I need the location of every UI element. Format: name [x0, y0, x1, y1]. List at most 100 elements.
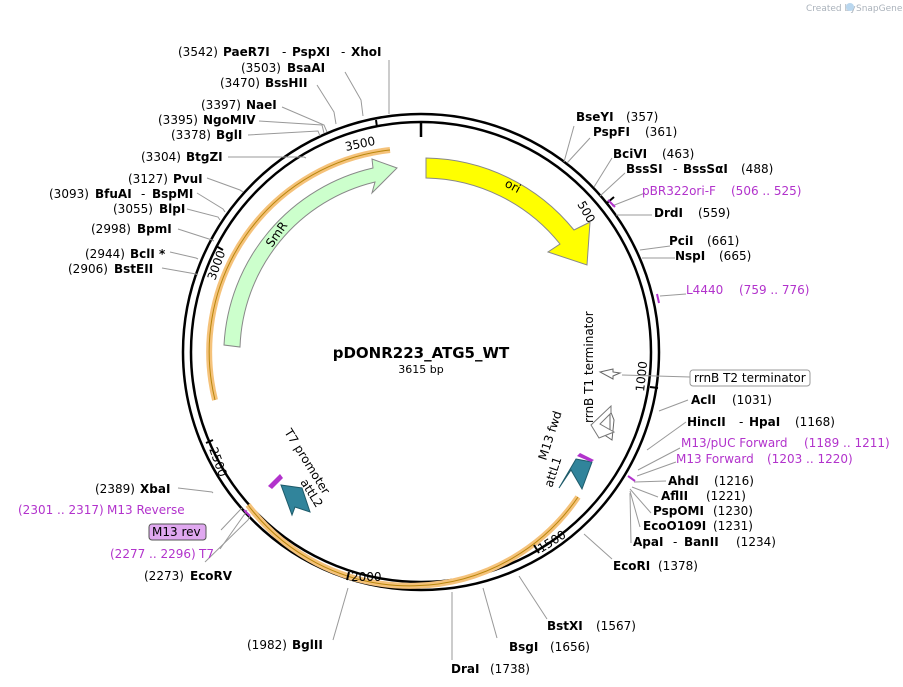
hincii-name[interactable]: HincII	[687, 415, 726, 429]
pspomi-name[interactable]: PspOMI	[653, 504, 704, 518]
pcii-name[interactable]: PciI	[669, 234, 694, 248]
t7-promoter-feature[interactable]	[268, 474, 283, 489]
eco0109i-pos: (1231)	[713, 519, 753, 533]
bglii-name[interactable]: BglII	[292, 638, 323, 652]
pvui-pos: (3127)	[128, 172, 168, 186]
l4440-range: (759 .. 776)	[739, 283, 809, 297]
bsssai-name[interactable]: BssSαI	[683, 162, 728, 176]
bsgi-pos: (1656)	[550, 640, 590, 654]
svg-text:-: -	[673, 162, 677, 176]
btgzi-name[interactable]: BtgZI	[186, 150, 223, 164]
bclvi-pos: (463)	[662, 147, 694, 161]
afiii-name[interactable]: AflII	[661, 489, 688, 503]
m13-rev-box[interactable]	[148, 523, 207, 541]
drai-name[interactable]: DraI	[451, 662, 479, 676]
rrnb-t2-box[interactable]	[689, 369, 811, 387]
snapgene-brand-text: SnapGene	[856, 4, 903, 14]
bcli-name[interactable]: BclI *	[130, 247, 166, 261]
smr-feature-arrow[interactable]	[223, 158, 398, 348]
hpai-name[interactable]: HpaI	[749, 415, 780, 429]
pspomi-pos: (1230)	[713, 504, 753, 518]
ngomiv-name[interactable]: NgoMIV	[203, 113, 256, 127]
ori-feature-arrow[interactable]	[425, 157, 591, 266]
nspi-name[interactable]: NspI	[675, 249, 705, 263]
bclvi-name[interactable]: BciVI	[613, 147, 647, 161]
bsshii-pos: (3470)	[220, 76, 260, 90]
drdi-name[interactable]: DrdI	[654, 206, 683, 220]
bseyi-pos: (357)	[626, 110, 658, 124]
eco0109i-name[interactable]: EcoO109I	[643, 519, 706, 533]
pbr322ori-name[interactable]: pBR322ori-F	[642, 184, 716, 198]
m13-fwd-feature[interactable]	[577, 453, 594, 462]
m13-fwd-label: M13 fwd	[536, 409, 565, 462]
orf-highlight-lower	[245, 495, 581, 589]
apai-name[interactable]: ApaI	[633, 535, 663, 549]
nspi-pos: (665)	[719, 249, 751, 263]
ecorv-name[interactable]: EcoRV	[190, 569, 233, 583]
tick-1500	[533, 544, 540, 554]
rrnb-t1-feature[interactable]	[590, 404, 616, 439]
m13-rev-label: M13 rev	[152, 525, 201, 539]
bgli-name[interactable]: BglI	[216, 128, 242, 142]
blpi-name[interactable]: BlpI	[159, 202, 185, 216]
banii-pos: (1234)	[736, 535, 776, 549]
bfuai-name[interactable]: BfuAI	[95, 187, 132, 201]
attl2-feature[interactable]	[280, 484, 311, 517]
bseyi-name[interactable]: BseYI	[576, 110, 614, 124]
rrnb-t2-feature[interactable]	[598, 368, 622, 380]
rrnb-t1-arrow[interactable]	[598, 409, 615, 441]
bpmi-name[interactable]: BpmI	[137, 222, 172, 236]
m13-reverse-name[interactable]: M13 Reverse	[107, 503, 185, 517]
xbai-name[interactable]: XbaI	[140, 482, 170, 496]
pbr322ori-site-marker	[607, 199, 616, 208]
naei-name[interactable]: NaeI	[246, 98, 277, 112]
svg-text:-: -	[739, 415, 743, 429]
paer7i-pos: (3542)	[178, 45, 218, 59]
acli-name[interactable]: AclI	[691, 393, 716, 407]
bsteii-name[interactable]: BstEII	[114, 262, 153, 276]
afiii-pos: (1221)	[706, 489, 746, 503]
bgli-pos: (3378)	[171, 128, 211, 142]
bsssi-name[interactable]: BssSI	[626, 162, 663, 176]
tick-label-3500: 3500	[344, 134, 377, 154]
ecorv-pos: (2273)	[144, 569, 184, 583]
tick-marks	[205, 119, 659, 581]
ahdi-name[interactable]: AhdI	[668, 474, 699, 488]
m13-forward-range: (1203 .. 1220)	[767, 452, 853, 466]
m13-forward-name[interactable]: M13 Forward	[676, 452, 754, 466]
leader-lines-right	[563, 125, 689, 544]
pspxi-name[interactable]: PspXI	[292, 45, 330, 59]
pvui-name[interactable]: PvuI	[173, 172, 203, 186]
pbr322ori-range: (506 .. 525)	[731, 184, 801, 198]
bsaai-name[interactable]: BsaAI	[287, 61, 325, 75]
pspfi-name[interactable]: PspFI	[593, 125, 630, 139]
ecori-name[interactable]: EcoRI	[613, 559, 650, 573]
t7-name[interactable]: T7	[198, 547, 214, 561]
ori-label: ori	[503, 176, 523, 196]
bsshii-name[interactable]: BssHII	[265, 76, 307, 90]
naei-pos: (3397)	[201, 98, 241, 112]
xhoi-name[interactable]: XhoI	[351, 45, 382, 59]
orf-highlight-upper	[206, 147, 391, 401]
tick-1000	[649, 386, 659, 389]
bstxi-name[interactable]: BstXI	[547, 619, 583, 633]
backbone-outer-ring	[181, 112, 661, 592]
l4440-name[interactable]: L4440	[686, 283, 723, 297]
bpmi-pos: (2998)	[91, 222, 131, 236]
bspmi-name[interactable]: BspMI	[152, 187, 193, 201]
l4440-site-marker	[656, 293, 660, 304]
m13-forward-site-marker	[627, 475, 636, 482]
banii-name[interactable]: BanII	[684, 535, 719, 549]
tick-2000	[346, 571, 350, 581]
tick-3000	[215, 245, 224, 251]
m13-puc-forward-name[interactable]: M13/pUC Forward	[681, 436, 788, 450]
paer7i-name[interactable]: PaeR7I	[223, 45, 270, 59]
pcii-pos: (661)	[707, 234, 739, 248]
bsteii-pos: (2906)	[68, 262, 108, 276]
drdi-pos: (559)	[698, 206, 730, 220]
rrnb-t2-leader	[621, 374, 691, 378]
bsgi-name[interactable]: BsgI	[509, 640, 538, 654]
attl1-feature[interactable]	[558, 458, 593, 491]
